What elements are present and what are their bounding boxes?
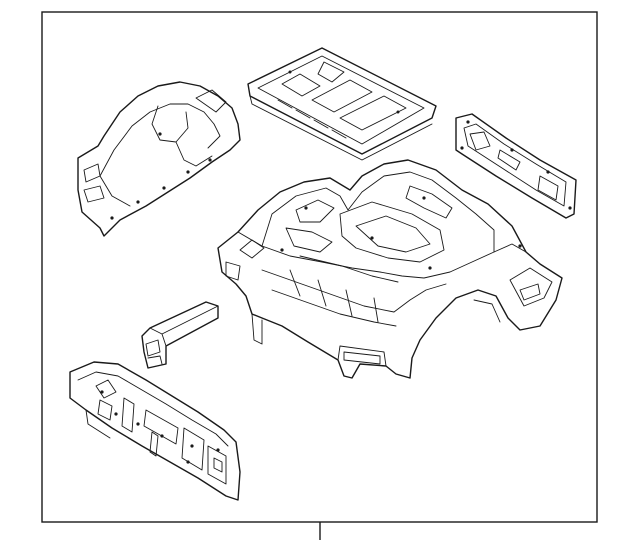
wheelhouse-panel-icon [77, 81, 241, 237]
bracket-icon [141, 301, 219, 369]
rail-reinforcement-icon [455, 113, 577, 219]
floor-assembly-icon [217, 159, 563, 379]
floor-panel-icon [247, 47, 437, 161]
rear-panel-icon [69, 361, 241, 501]
